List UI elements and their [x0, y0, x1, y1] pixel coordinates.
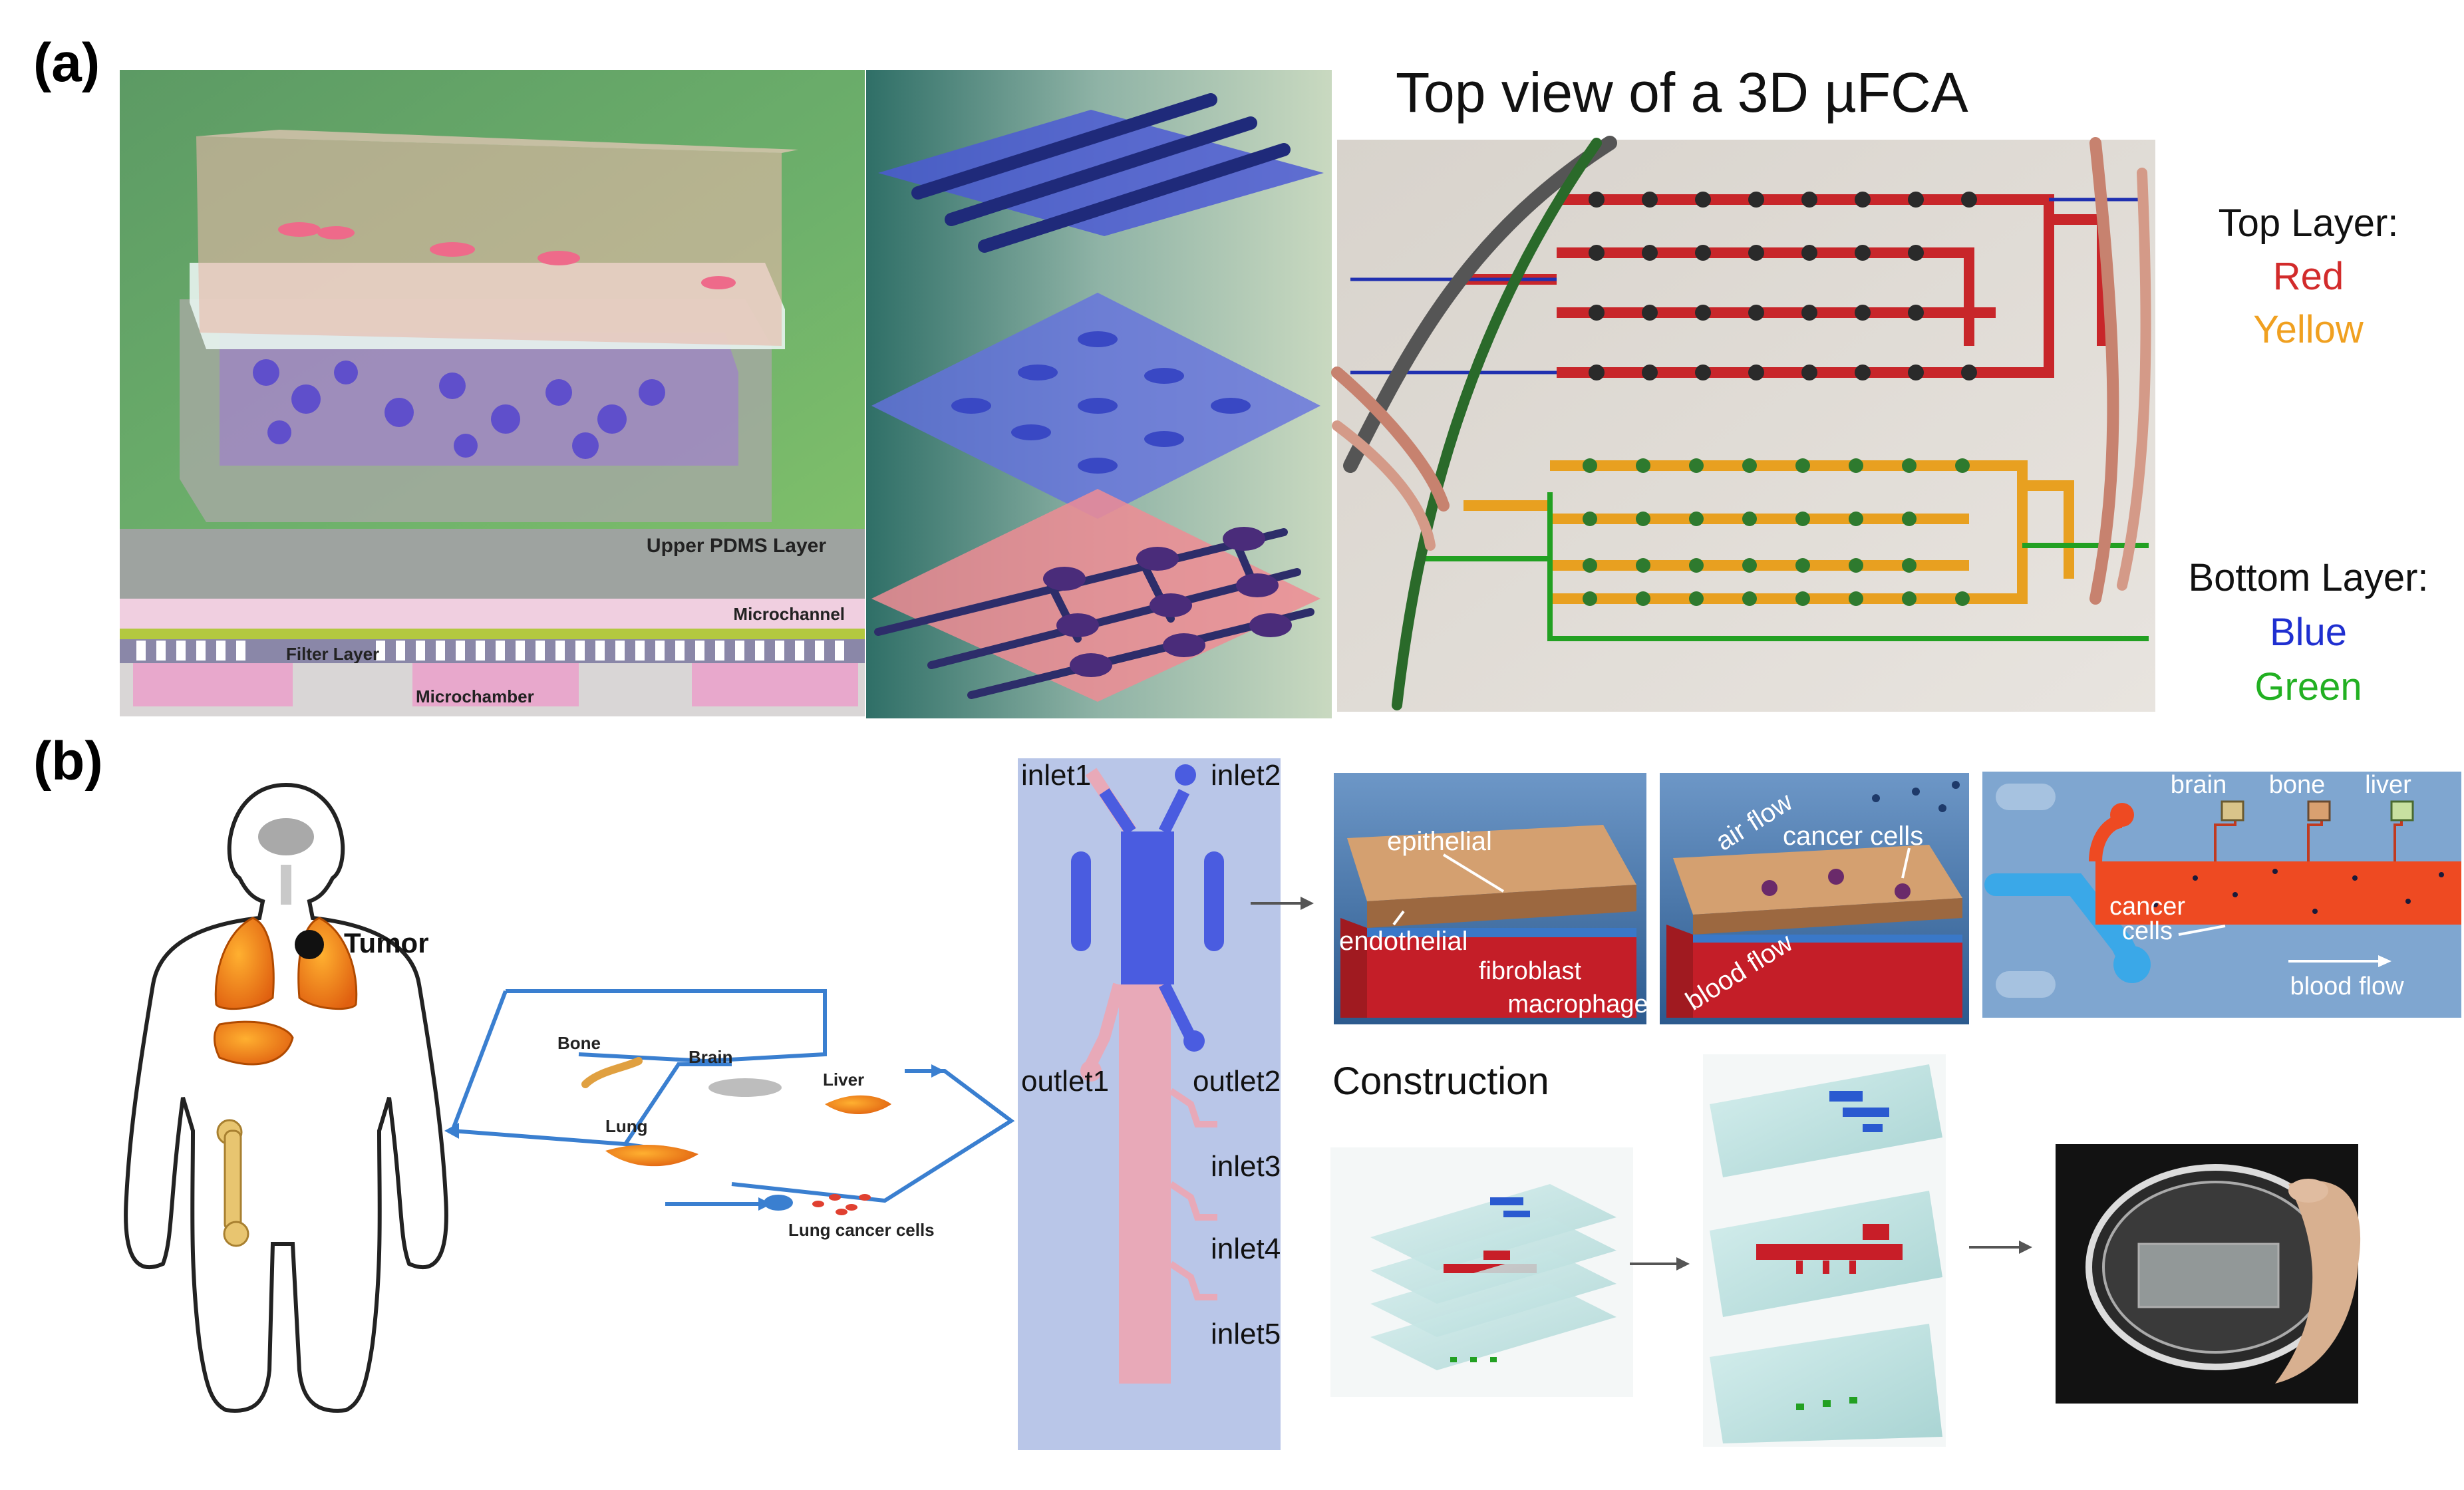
microchannel-label: Microchannel — [733, 604, 845, 624]
microchamber-label: Microchamber — [416, 686, 534, 706]
cross-section-flow: air flow cancer cells blood flow — [1660, 773, 1969, 1024]
inlet2-label: inlet2 — [1211, 759, 1281, 792]
brain-label: Brain — [689, 1047, 732, 1067]
device-3d-render: Upper PDMS Layer Microchannel Filter Lay… — [120, 70, 865, 716]
chip-layout-schematic: inlet1 inlet2 outlet1 outlet2 inlet3 inl… — [1018, 758, 1281, 1450]
channel-cancer-label: cancer — [2109, 893, 2185, 921]
legend-red: Red — [2273, 255, 2344, 298]
top-view-photo — [1331, 136, 2155, 712]
macrophage-label: macrophage — [1507, 990, 1648, 1018]
fibroblast-label: fibroblast — [1479, 957, 1582, 985]
channel-liver-label: liver — [2365, 771, 2411, 799]
channel-cells-label: cells — [2122, 917, 2173, 945]
cross-section-tissue-layers: epithelial endothelial fibroblast macrop… — [1334, 773, 1648, 1024]
channel-brain-label: brain — [2171, 771, 2227, 799]
layer-color-legend: Top Layer: Red Yellow Bottom Layer: Blue… — [2188, 202, 2428, 708]
endothelial-label: endothelial — [1339, 927, 1468, 956]
petri-dish-photo — [2056, 1144, 2361, 1404]
inlet4-label: inlet4 — [1211, 1233, 1281, 1265]
outlet2-label: outlet2 — [1193, 1065, 1281, 1098]
bone-label: Bone — [557, 1033, 601, 1053]
lung-label: Lung — [605, 1116, 648, 1136]
filter-layer-label: Filter Layer — [286, 644, 379, 664]
construction-arrow-2 — [1969, 1241, 2032, 1254]
upper-pdms-label: Upper PDMS Layer — [647, 535, 826, 557]
outlet1-label: outlet1 — [1021, 1065, 1109, 1098]
construction-stack — [1330, 1147, 1633, 1397]
legend-yellow: Yellow — [2253, 308, 2364, 351]
construction-arrow-1 — [1630, 1257, 1690, 1270]
liver-label: Liver — [823, 1070, 864, 1090]
channel-bone-label: bone — [2269, 771, 2326, 799]
bottom-layer-title: Bottom Layer: — [2188, 556, 2428, 599]
metastasis-channel-top-view: brain bone liver cancer cells blood flow — [1982, 771, 2461, 1018]
arrow-to-cross-sections — [1251, 897, 1314, 910]
top-view-title: Top view of a 3D µFCA — [1396, 61, 1968, 124]
construction-title: Construction — [1332, 1060, 1549, 1103]
inlet3-label: inlet3 — [1211, 1150, 1281, 1183]
construction-layers — [1703, 1054, 1946, 1447]
panel-a-label: (a) — [33, 33, 100, 93]
stacked-layers-illustration — [866, 70, 1332, 718]
lung-cancer-cells-label: Lung cancer cells — [788, 1220, 935, 1240]
tumor-label: Tumor — [344, 927, 429, 959]
inlet5-label: inlet5 — [1211, 1318, 1281, 1350]
cancer-cells-label: cancer cells — [1783, 821, 1923, 851]
inlet1-label: inlet1 — [1021, 759, 1091, 792]
channel-blood-flow-label: blood flow — [2290, 972, 2404, 1000]
epithelial-label: epithelial — [1387, 827, 1492, 856]
legend-green: Green — [2254, 665, 2362, 708]
panel-b-label: (b) — [33, 731, 103, 792]
top-layer-title: Top Layer: — [2219, 202, 2399, 245]
legend-blue: Blue — [2270, 611, 2347, 654]
human-body-figure: Tumor — [124, 782, 448, 1413]
organ-circuit-diagram: Bone Brain Liver Lung Lung cancer cells — [444, 989, 1015, 1240]
